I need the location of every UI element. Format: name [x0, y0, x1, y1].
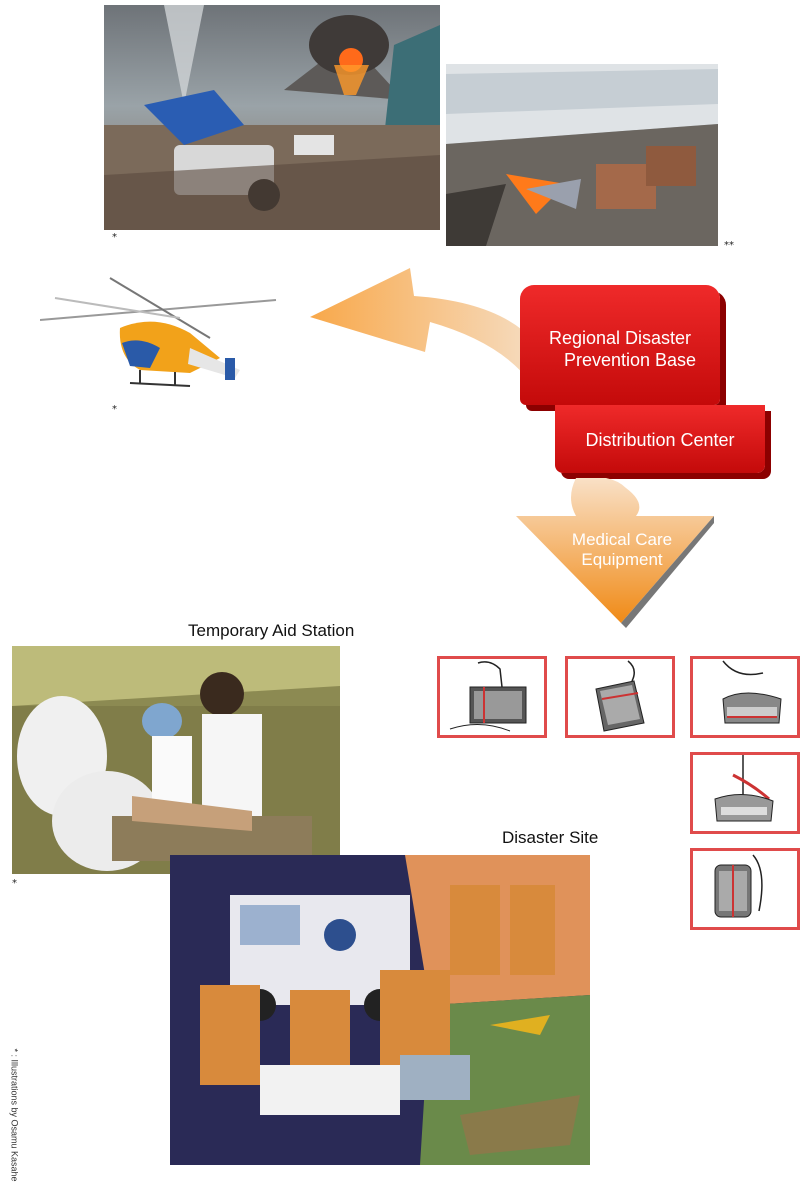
backpack-icon — [714, 854, 763, 918]
illustration-credit: * : Illustrations by Osamu Kasahe — [9, 1048, 20, 1182]
equipment-case — [437, 656, 547, 738]
disaster-site-title: Disaster Site — [502, 828, 599, 847]
disaster-illustration-tsunami — [446, 64, 718, 246]
medical-equipment-line2: Equipment — [581, 550, 663, 569]
disaster-site-illustration — [170, 855, 590, 1165]
regional-base-line2: Prevention Base — [563, 350, 697, 370]
equipment-duffel-bag — [690, 656, 800, 738]
medical-equipment-line1: Medical Care — [571, 530, 673, 549]
illustration-mark: * — [112, 232, 117, 243]
medical-equipment-label: Medical Care Equipment — [548, 530, 696, 570]
disaster-illustration-tornado-volcano — [104, 5, 440, 230]
helicopter-illustration — [39, 258, 280, 403]
equipment-backpack — [690, 848, 800, 930]
temporary-aid-station-illustration — [12, 646, 340, 874]
duffel-bag-icon — [722, 660, 782, 724]
equipment-shoulder-bag — [690, 752, 800, 834]
regional-base-line1: Regional Disaster — [548, 328, 692, 348]
carry-case-icon — [595, 660, 645, 732]
distribution-center-label: Distribution Center — [585, 430, 735, 450]
arrow-medical-care-equipment — [516, 478, 714, 628]
shoulder-bag-icon — [714, 755, 774, 822]
regional-disaster-prevention-base: Regional Disaster Prevention Base — [520, 285, 720, 405]
illustration-mark: * — [112, 404, 117, 415]
case-icon — [449, 661, 527, 732]
equipment-carry-case — [565, 656, 675, 738]
illustration-mark: * — [12, 878, 17, 889]
illustration-mark-double: ** — [724, 240, 734, 251]
temporary-aid-station-title: Temporary Aid Station — [188, 621, 355, 640]
distribution-center: Distribution Center — [555, 405, 765, 473]
arrow-to-helicopter — [310, 268, 535, 382]
